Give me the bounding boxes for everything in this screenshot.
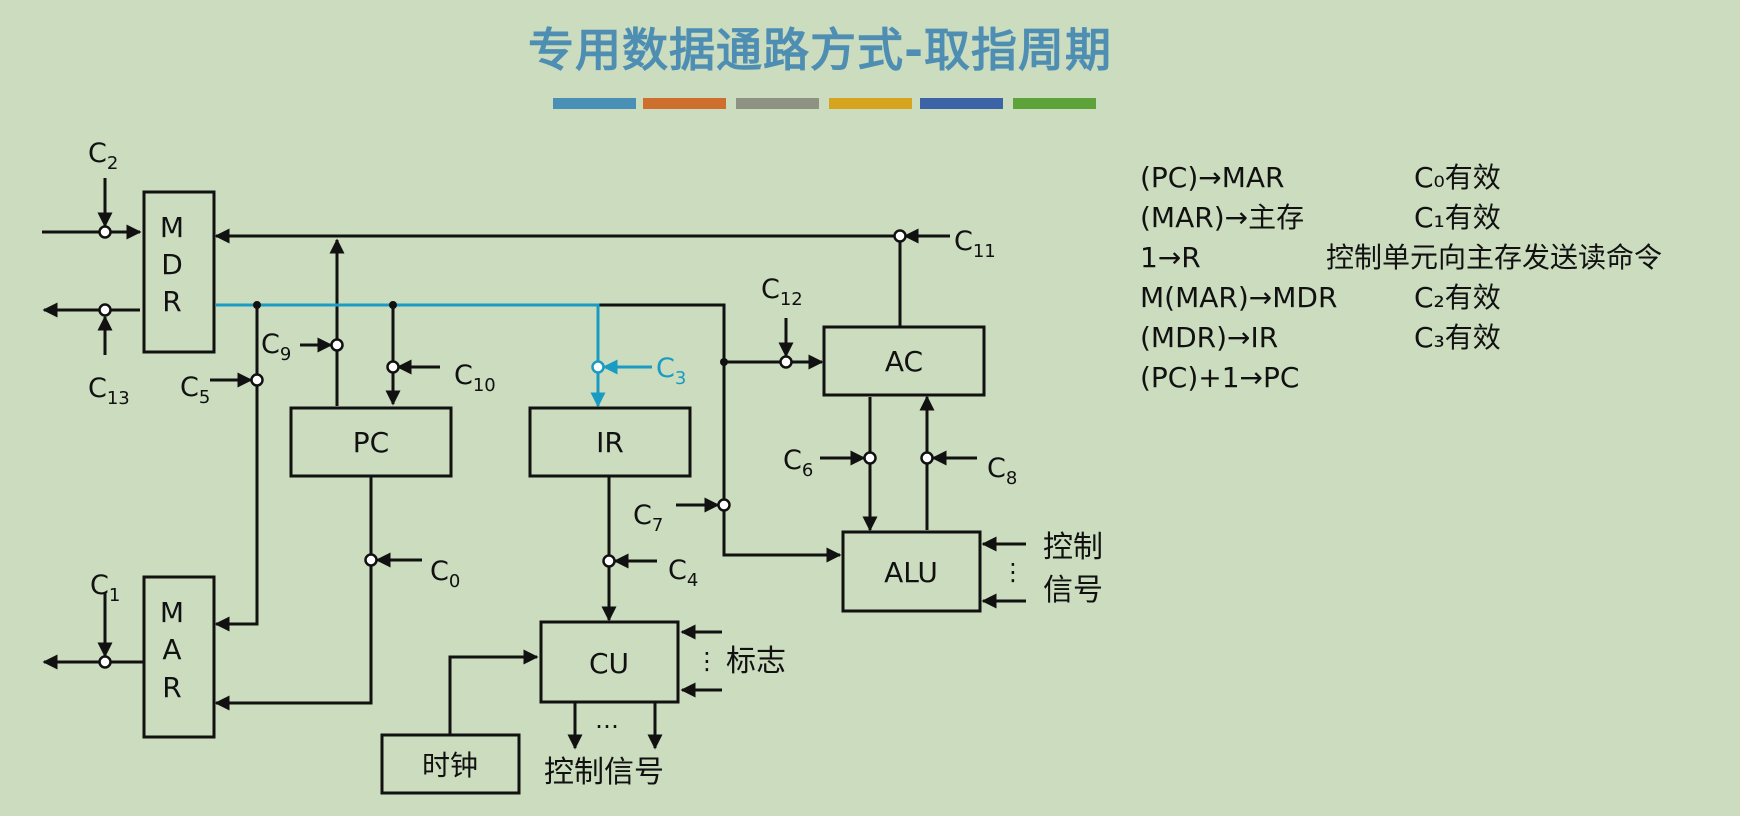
signal-c5: C5 — [180, 372, 210, 408]
step-operation: M(MAR)→MDR — [1140, 281, 1338, 314]
ir-label: IR — [596, 426, 624, 459]
signal-c2: C2 — [88, 138, 118, 174]
clock-label: 时钟 — [422, 749, 478, 782]
signal-c3: C3 — [656, 353, 686, 389]
cu-output-dots: … — [595, 706, 619, 734]
signal-labels: C2 C13 C5 C9 C10 C11 C12 C6 C8 C7 C0 C4 … — [88, 138, 1017, 606]
ac-box — [822, 325, 986, 397]
signal-c6: C6 — [783, 445, 813, 481]
title-bar-2 — [643, 98, 726, 109]
flags-dots: ⋮ — [695, 647, 719, 675]
clock-box — [380, 733, 521, 795]
title-bar-5 — [920, 98, 1003, 109]
step-operation: (PC)→MAR — [1140, 161, 1285, 194]
pc-box — [289, 406, 453, 478]
step-operation: (PC)+1→PC — [1140, 361, 1300, 394]
title-bar-4 — [829, 98, 912, 109]
wires — [42, 178, 1026, 750]
box-labels: M D R M A R PC IR AC ALU CU 时钟 — [160, 211, 938, 782]
mar-letter-m: M — [160, 596, 184, 629]
gate-c3 — [591, 360, 605, 374]
annotations: 控制 信号 标志 控制信号 — [544, 530, 1103, 790]
datapath-diagram: M D R M A R PC IR AC ALU CU 时钟 控制 信号 标志 … — [42, 138, 1103, 795]
signal-c13: C13 — [88, 373, 130, 409]
junction-dots — [253, 301, 728, 366]
mdr-letter-d: D — [161, 248, 183, 281]
signal-c7: C7 — [633, 500, 663, 536]
signal-c1: C1 — [90, 570, 120, 606]
pc-label: PC — [353, 426, 389, 459]
signal-c8: C8 — [987, 453, 1017, 489]
step-description: C₁有效 — [1414, 201, 1501, 234]
mdr-letter-m: M — [160, 211, 184, 244]
signal-c12: C12 — [761, 274, 803, 310]
signal-c4: C4 — [668, 555, 698, 591]
register-boxes — [142, 190, 986, 795]
cu-box — [539, 620, 680, 704]
signal-c10: C10 — [454, 360, 496, 396]
alu-ctrl-label-1: 控制 — [1043, 530, 1103, 565]
title-bar-3 — [736, 98, 819, 109]
alu-ctrl-label-2: 信号 — [1043, 573, 1103, 608]
mdr-box — [142, 190, 216, 354]
step-description: 控制单元向主存发送读命令 — [1326, 241, 1663, 274]
mar-box — [142, 575, 216, 739]
mdr-letter-r: R — [162, 285, 181, 318]
title-bar-1 — [553, 98, 636, 109]
step-description: C₂有效 — [1414, 281, 1501, 314]
step-description: C₃有效 — [1414, 321, 1501, 354]
flags-label: 标志 — [726, 644, 786, 679]
mar-letter-a: A — [162, 633, 181, 666]
step-operation: 1→R — [1140, 241, 1201, 274]
step-operation: (MAR)→主存 — [1140, 201, 1305, 234]
cu-label: CU — [589, 647, 629, 680]
page-title: 专用数据通路方式-取指周期 — [527, 23, 1113, 77]
ac-label: AC — [885, 345, 923, 378]
title-bar-6 — [1013, 98, 1096, 109]
ir-box — [528, 406, 692, 478]
signal-c11: C11 — [954, 226, 996, 262]
step-operation: (MDR)→IR — [1140, 321, 1279, 354]
step-description: C₀有效 — [1414, 161, 1501, 194]
alu-label: ALU — [884, 556, 938, 589]
control-gates — [98, 225, 934, 669]
alu-ctrl-dots: ⋮ — [1001, 558, 1025, 586]
signal-c0: C0 — [430, 556, 460, 592]
alu-box — [841, 530, 982, 613]
cu-output-label: 控制信号 — [544, 755, 664, 790]
signal-c9: C9 — [261, 329, 291, 365]
mar-letter-r: R — [162, 671, 181, 704]
